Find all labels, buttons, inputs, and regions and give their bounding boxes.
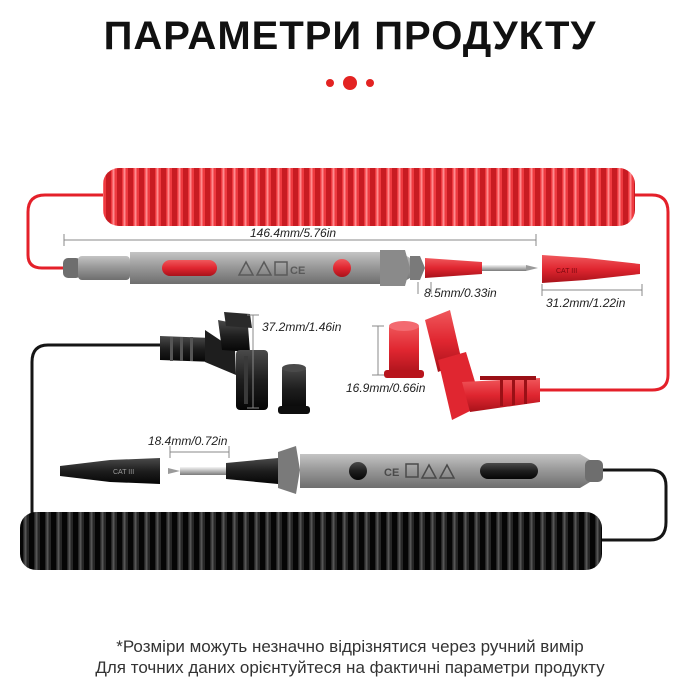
svg-text:CAT III: CAT III xyxy=(556,268,577,275)
red-coiled-cable xyxy=(26,168,670,392)
red-probe: CE xyxy=(63,250,538,286)
dimension-label-black-plug-length: 37.2mm/1.46in xyxy=(262,320,342,334)
dimension-label-red-cap-length: 31.2mm/1.22in xyxy=(546,296,626,310)
black-plug-sleeve xyxy=(278,364,310,414)
red-plug-sleeve xyxy=(384,321,424,378)
dimension-label-black-tip-length: 18.4mm/0.72in xyxy=(148,434,228,448)
dimension-label-red-plug-sleeve: 16.9mm/0.66in xyxy=(346,381,426,395)
dimension-lines xyxy=(63,234,643,458)
ce-mark-icon: CE xyxy=(290,265,305,277)
black-probe: CE xyxy=(168,446,603,494)
dimension-label-red-probe-length: 146.4mm/5.76in xyxy=(250,226,337,240)
red-dots-decoration xyxy=(326,76,374,90)
black-coiled-cable xyxy=(20,343,668,570)
footnote-line-1: *Розміри можуть незначно відрізнятися че… xyxy=(116,637,584,656)
footnote-line-2: Для точних даних орієнтуйтеся на фактичн… xyxy=(95,658,605,677)
black-probe-cap: CAT III xyxy=(60,458,160,484)
red-angled-plug xyxy=(425,310,540,420)
black-angled-plug xyxy=(160,312,268,410)
warning-triangle-icon xyxy=(237,260,273,276)
footnote: *Розміри можуть незначно відрізнятися че… xyxy=(0,636,700,678)
page-title: ПАРАМЕТРИ ПРОДУКТУ xyxy=(103,14,597,58)
svg-text:CE: CE xyxy=(384,467,399,479)
dimension-label-red-tip-diameter: 8.5mm/0.33in xyxy=(424,286,497,300)
red-probe-cap: CAT III xyxy=(542,255,640,283)
svg-text:CAT III: CAT III xyxy=(113,469,134,476)
